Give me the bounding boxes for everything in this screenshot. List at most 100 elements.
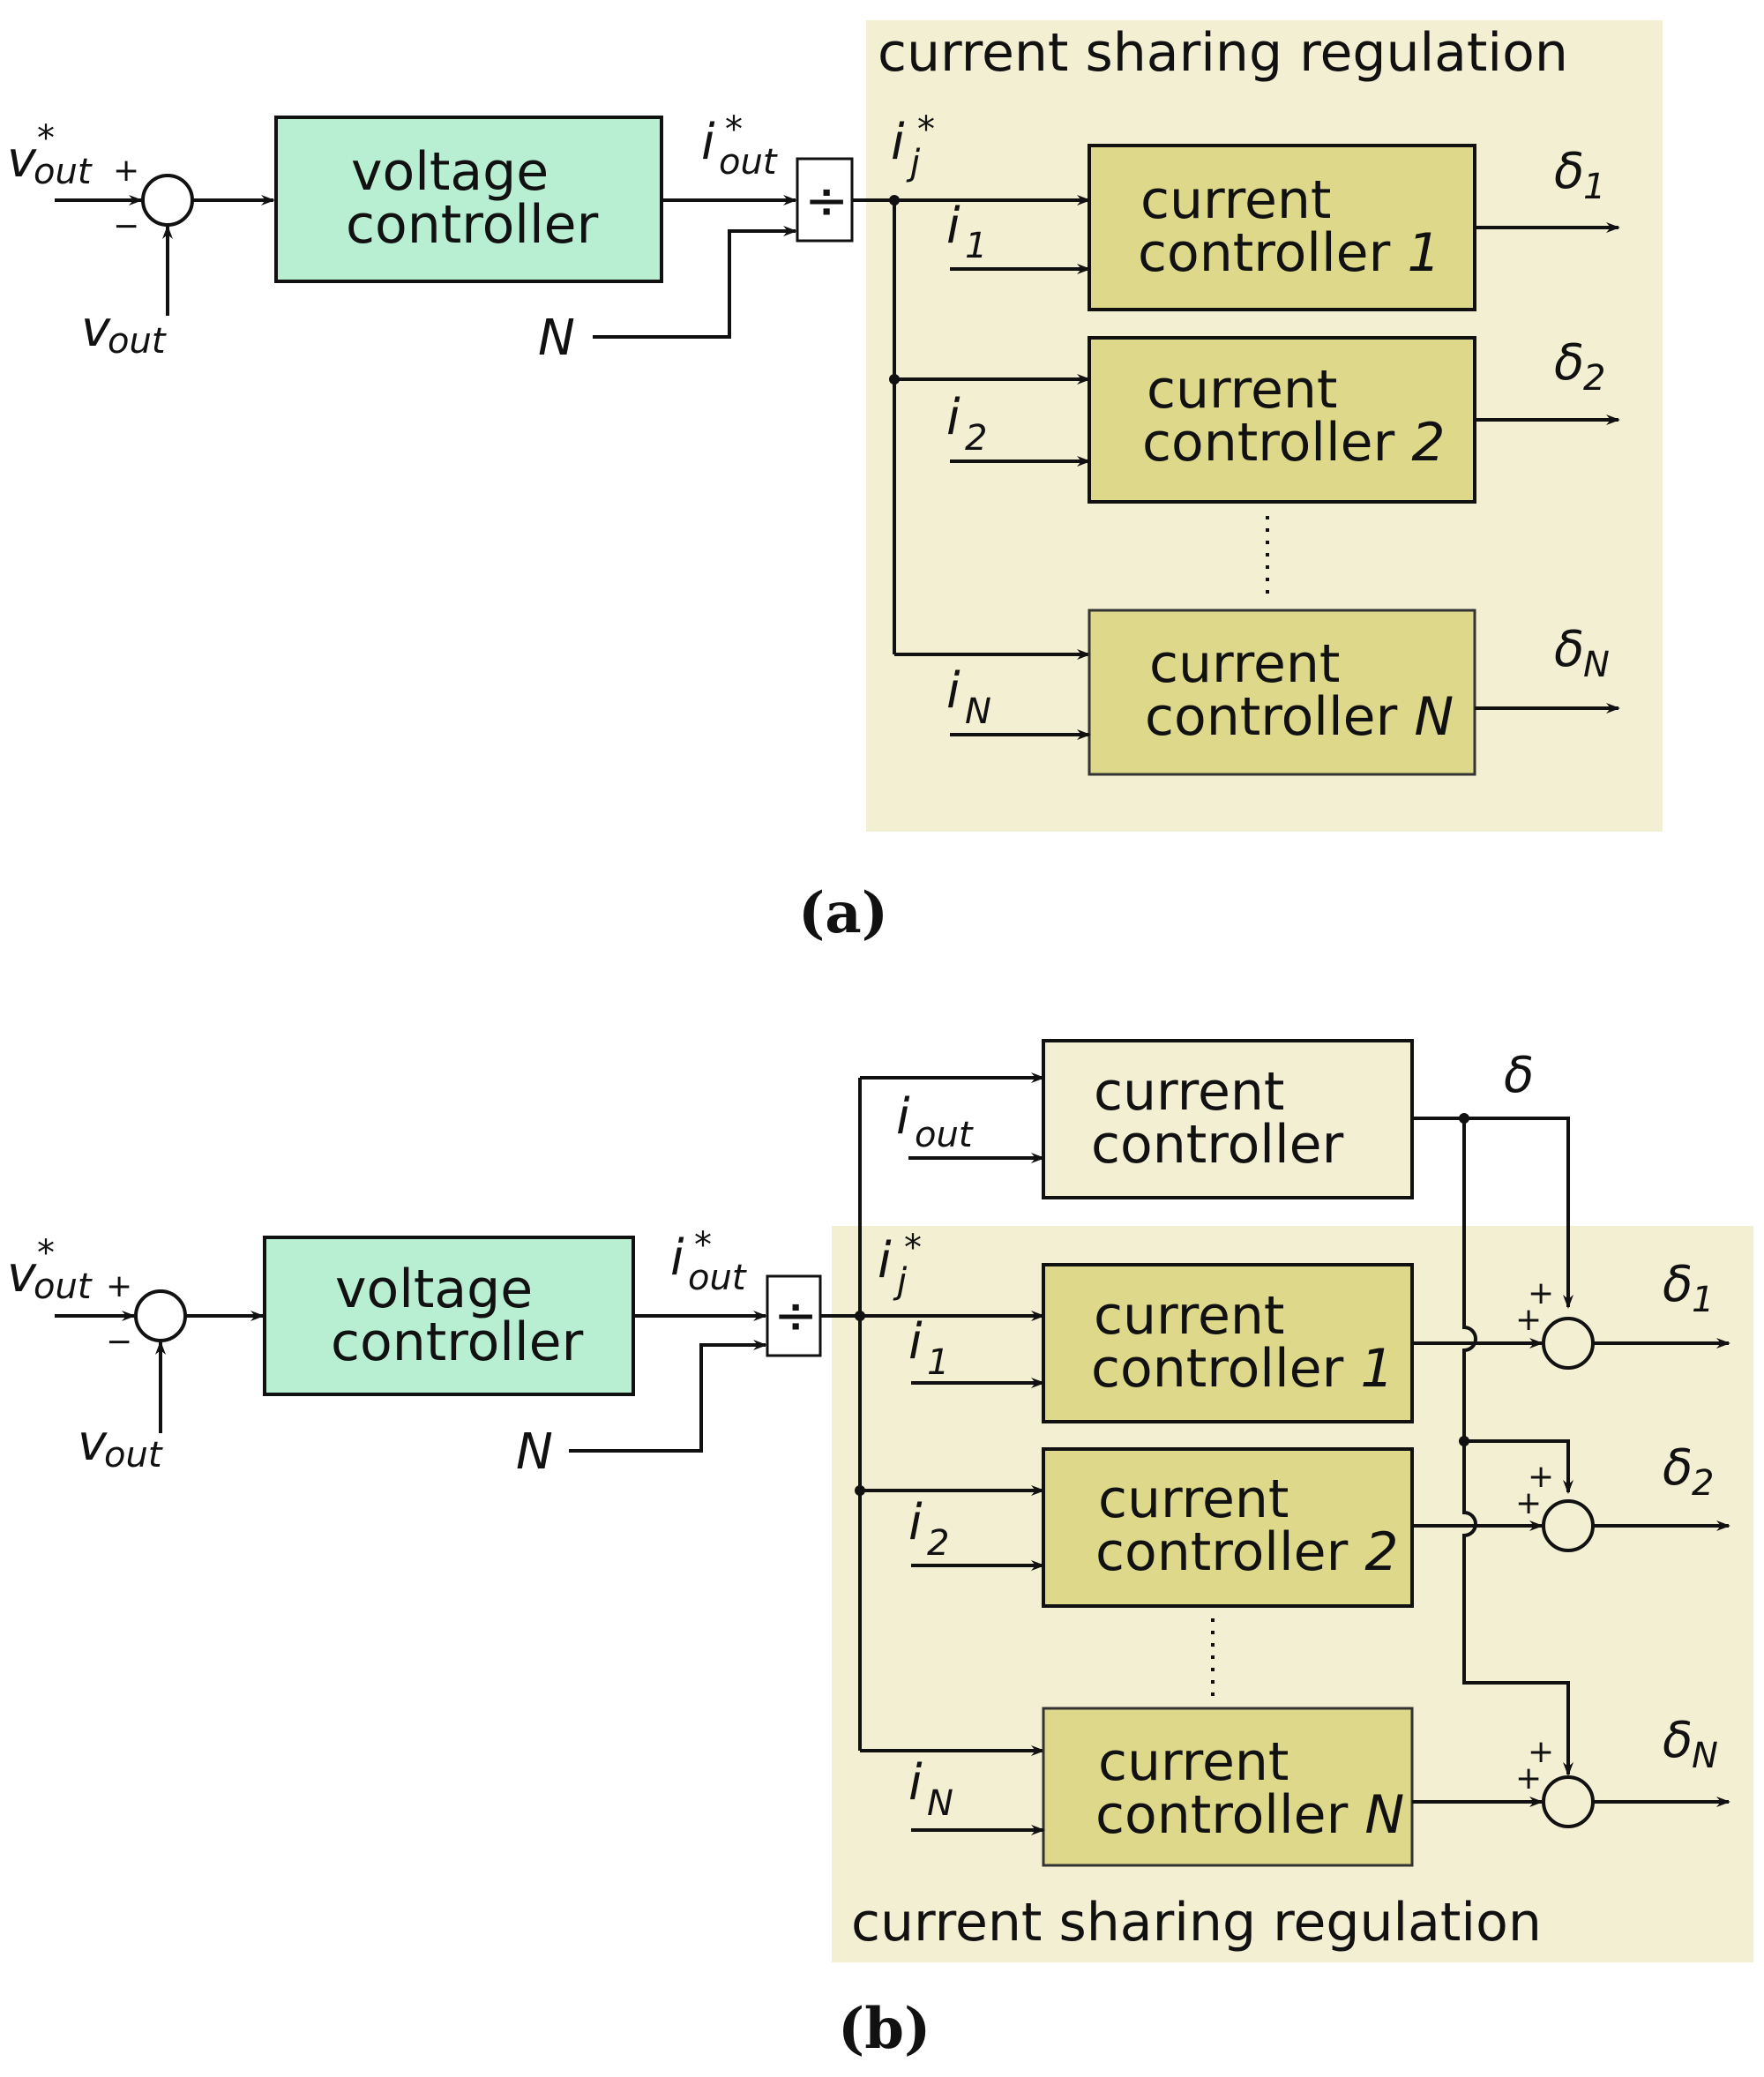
svg-text:out: out (104, 1435, 163, 1476)
iout-ref-label: i out * (670, 1225, 747, 1298)
current-controller-2-block (1042, 1447, 1414, 1608)
svg-text:i: i (908, 1494, 923, 1551)
svg-text:out: out (719, 142, 778, 183)
ij-ref-label: i j * (878, 1228, 922, 1302)
svg-text:δ: δ (1663, 1712, 1693, 1769)
svg-text:2: 2 (927, 1523, 949, 1564)
delta1-output-label: δ 1 (1554, 143, 1605, 207)
vmeas-input-label: v out (81, 301, 167, 362)
svg-text:j: j (906, 143, 921, 183)
vref-input-label: v out * (7, 118, 93, 192)
current-controller-n-block (1042, 1707, 1414, 1867)
sum-minus-sign: − (113, 208, 139, 244)
current-controller-2-line2: controller 2 (1095, 1521, 1399, 1583)
svg-text:i: i (946, 389, 960, 446)
i2-input-label: i 2 (908, 1494, 949, 1564)
svg-text:δ: δ (1663, 1256, 1693, 1313)
svg-text:δ: δ (1554, 621, 1584, 678)
svg-text:*: * (694, 1225, 712, 1266)
current-controller-1-block (1042, 1263, 1414, 1423)
voltage-controller-block (263, 1236, 635, 1396)
svg-text:*: * (917, 109, 935, 150)
voltage-controller-line1: voltage (351, 141, 549, 203)
i2-input-label: i 2 (946, 389, 987, 459)
svg-text:out: out (34, 1266, 93, 1307)
deltan-output-label: δ N (1663, 1712, 1718, 1776)
n-line (569, 1340, 767, 1453)
voltage-controller-line2: controller (346, 194, 599, 256)
svg-text:out: out (108, 321, 167, 362)
svg-text:δ: δ (1554, 143, 1584, 200)
i1-input-label: i 1 (946, 198, 987, 266)
i1-input-label: i 1 (908, 1313, 949, 1383)
n-line (593, 226, 797, 339)
total-controller-line1: current (1094, 1061, 1284, 1123)
svg-text:i: i (908, 1754, 923, 1812)
svg-text:N: N (1692, 1736, 1718, 1776)
sum-plus-sign: + (1528, 1275, 1554, 1311)
svg-text:out: out (915, 1115, 974, 1155)
delta-branch-2 (1464, 1439, 1573, 1494)
sum-plus-sign: + (1515, 1302, 1542, 1338)
svg-text:1: 1 (927, 1342, 949, 1383)
voltage-controller-line2: controller (331, 1311, 584, 1373)
ij-ref-label: i j * (891, 109, 935, 183)
divider-block (766, 1274, 822, 1357)
svg-text:1: 1 (1583, 167, 1605, 207)
current-controller-1-line1: current (1140, 169, 1331, 231)
svg-text:N: N (927, 1783, 953, 1824)
current-controller-n-line2: controller N (1145, 686, 1454, 748)
delta1-output-label: δ 1 (1663, 1256, 1714, 1320)
sum-plus-sign: + (1515, 1485, 1542, 1521)
junction-dot (889, 195, 900, 205)
divide-symbol: ÷ (774, 1285, 818, 1347)
n-input-label: N (516, 1423, 553, 1481)
sum-plus-sign: + (113, 153, 139, 189)
svg-text:i: i (670, 1229, 684, 1287)
caption-b: (b) (838, 1996, 931, 2062)
svg-text:N: N (965, 691, 991, 732)
svg-text:v: v (7, 1246, 37, 1304)
current-controller-2-block (1088, 336, 1476, 504)
sum-plus-sign: + (1528, 1734, 1554, 1770)
svg-text:1: 1 (965, 226, 987, 266)
current-sharing-label: current sharing regulation (851, 1892, 1542, 1954)
svg-text:v: v (81, 301, 111, 358)
svg-text:δ: δ (1663, 1439, 1693, 1497)
delta2-output-label: δ 2 (1663, 1439, 1714, 1504)
svg-text:i: i (896, 1088, 910, 1146)
svg-text:v: v (7, 131, 37, 189)
summing-junction (141, 174, 194, 227)
current-controller-1-line1: current (1094, 1285, 1284, 1347)
svg-text:v: v (78, 1415, 108, 1472)
summing-junction (134, 1289, 187, 1342)
svg-text:out: out (688, 1258, 747, 1298)
sum-plus-sign: + (106, 1268, 132, 1304)
n-input-label: N (538, 310, 575, 367)
junction-dot (855, 1311, 865, 1321)
current-controller-2-line2: controller 2 (1142, 412, 1446, 474)
current-controller-1-line2: controller 1 (1091, 1338, 1394, 1400)
delta2-output-label: δ 2 (1554, 334, 1605, 399)
svg-text:i: i (878, 1232, 892, 1289)
svg-text:i: i (908, 1313, 923, 1371)
sum-plus-sign: + (1515, 1760, 1542, 1797)
iout-ref-label: i out * (701, 109, 778, 183)
iout-input-label: i out (896, 1088, 974, 1155)
svg-text:1: 1 (1692, 1280, 1714, 1320)
svg-text:j: j (893, 1261, 908, 1302)
deltan-output-label: δ N (1554, 621, 1610, 685)
svg-text:N: N (1583, 645, 1610, 685)
sum-minus-sign: − (106, 1324, 132, 1360)
svg-text:out: out (34, 152, 93, 192)
divide-symbol: ÷ (804, 170, 848, 232)
current-controller-n-line1: current (1149, 633, 1340, 695)
svg-text:i: i (946, 662, 960, 720)
caption-a: (a) (798, 880, 888, 946)
svg-text:i: i (891, 114, 905, 171)
diagram-b: current sharing regulation current contr… (7, 1039, 1753, 2062)
diagram-a: current sharing regulation v out * + − v… (7, 20, 1663, 946)
svg-text:i: i (701, 114, 715, 171)
current-controller-n-block (1088, 609, 1476, 776)
